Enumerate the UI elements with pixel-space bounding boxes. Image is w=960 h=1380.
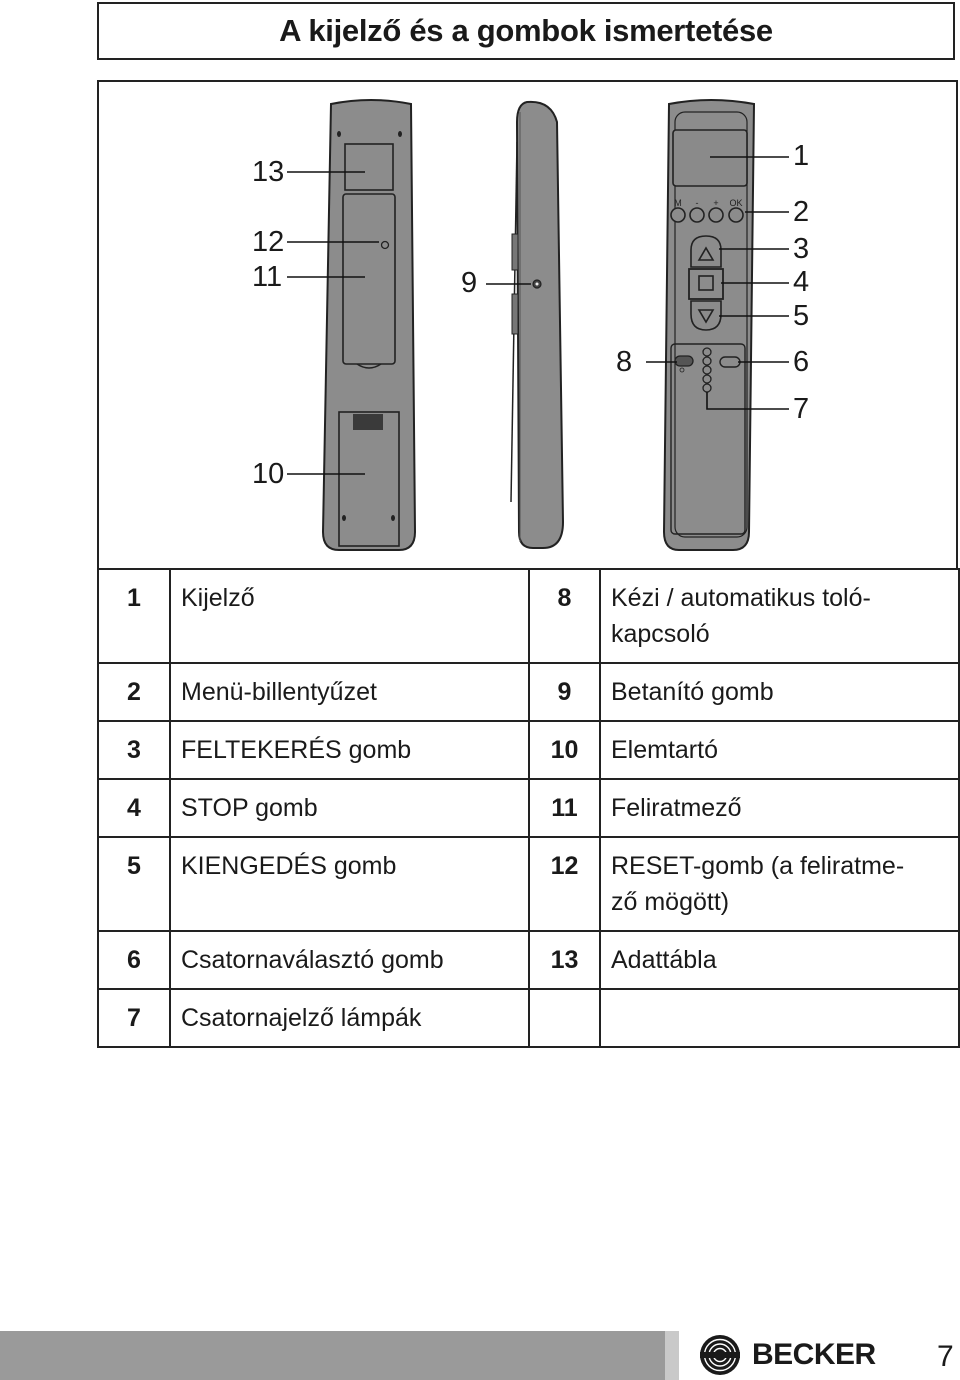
legend-label: Kézi / automatikus toló-kapcsoló xyxy=(599,568,960,664)
legend-number: 12 xyxy=(528,836,601,932)
callout-lines xyxy=(287,156,789,475)
legend-number: 11 xyxy=(528,778,601,838)
callout-7: 7 xyxy=(793,393,810,425)
callout-1: 1 xyxy=(793,140,810,172)
callout-8: 8 xyxy=(616,346,633,378)
auto-manual-switch xyxy=(674,355,694,367)
remote-figure: M - + OK xyxy=(97,80,958,570)
remote-illustration: M - + OK xyxy=(287,99,789,551)
channel-led xyxy=(702,347,712,357)
down-button xyxy=(690,300,722,331)
up-button xyxy=(690,235,722,268)
keypad-label-m: M xyxy=(674,198,682,208)
reset-button xyxy=(380,240,390,250)
footer-accent xyxy=(665,1331,679,1380)
callout-10: 10 xyxy=(252,458,285,490)
legend-label: Kijelző xyxy=(169,568,530,664)
battery-compartment xyxy=(338,411,400,547)
legend-number: 1 xyxy=(97,568,171,664)
callout-13: 13 xyxy=(252,156,285,188)
callout-9: 9 xyxy=(461,267,478,299)
legend-number: 8 xyxy=(528,568,601,664)
label-field xyxy=(342,193,396,365)
callout-6: 6 xyxy=(793,346,810,378)
legend-number: 9 xyxy=(528,662,601,722)
brand-name: BECKER xyxy=(752,1338,876,1371)
legend-number: 6 xyxy=(97,930,171,990)
legend-label: Adattábla xyxy=(599,930,960,990)
legend-label xyxy=(599,988,960,1048)
keypad-label-minus: - xyxy=(696,198,699,208)
data-plate xyxy=(344,143,394,191)
callout-12: 12 xyxy=(252,226,285,258)
display-screen xyxy=(672,129,748,187)
keypad-label-ok: OK xyxy=(729,198,742,208)
becker-logo-icon xyxy=(700,1335,740,1375)
remote-back-view xyxy=(321,99,417,551)
legend-label: Menü-billentyűzet xyxy=(169,662,530,722)
legend-label: RESET-gomb (a feliratme-ző mögött) xyxy=(599,836,960,932)
legend-number: 7 xyxy=(97,988,171,1048)
legend-number: 5 xyxy=(97,836,171,932)
callout-11: 11 xyxy=(252,261,283,293)
legend-label: Feliratmező xyxy=(599,778,960,838)
legend-number: 10 xyxy=(528,720,601,780)
stop-button xyxy=(688,268,724,300)
page-title: A kijelző és a gombok ismertetése xyxy=(279,13,773,48)
legend-number: 3 xyxy=(97,720,171,780)
remote-side-view xyxy=(510,100,565,549)
callout-2: 2 xyxy=(793,196,810,228)
channel-select-button xyxy=(719,356,741,368)
legend-number: 4 xyxy=(97,778,171,838)
legend-number xyxy=(528,988,601,1048)
legend-label: STOP gomb xyxy=(169,778,530,838)
legend-label: Betanító gomb xyxy=(599,662,960,722)
remote-front-view: M - + OK xyxy=(662,99,756,551)
legend-number: 13 xyxy=(528,930,601,990)
legend-label: Csatornajelző lámpák xyxy=(169,988,530,1048)
brand-logo: BECKER xyxy=(698,1333,876,1377)
title-box: A kijelző és a gombok ismertetése xyxy=(97,2,955,60)
legend-label: FELTEKERÉS gomb xyxy=(169,720,530,780)
callout-4: 4 xyxy=(793,266,810,298)
callout-3: 3 xyxy=(793,233,810,265)
footer-bar xyxy=(0,1331,665,1380)
legend-label: KIENGEDÉS gomb xyxy=(169,836,530,932)
legend-label: Elemtartó xyxy=(599,720,960,780)
legend-label: Csatornaválasztó gomb xyxy=(169,930,530,990)
page-number: 7 xyxy=(937,1340,954,1373)
callout-5: 5 xyxy=(793,300,810,332)
keypad-label-plus: + xyxy=(713,198,718,208)
legend-number: 2 xyxy=(97,662,171,722)
